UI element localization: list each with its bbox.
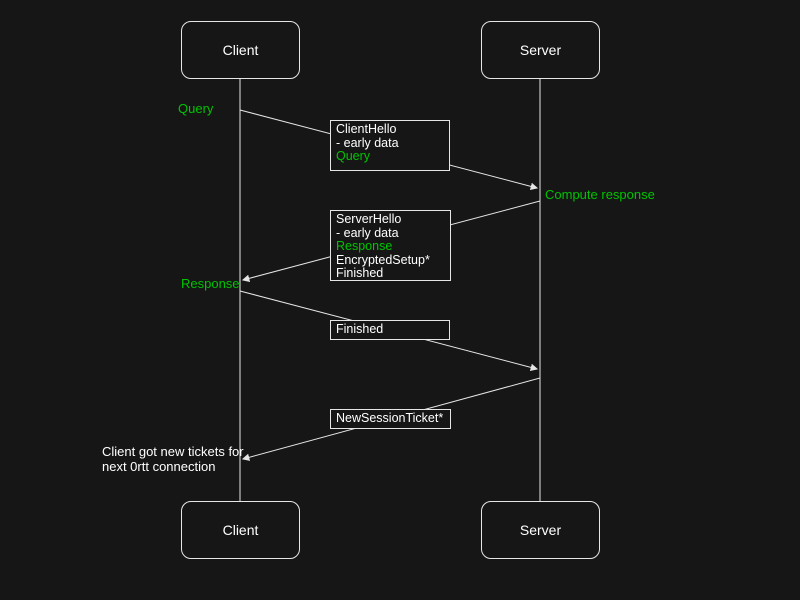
message-line: Response — [336, 239, 393, 253]
actor-label: Client — [222, 42, 259, 58]
message-box-newsessionticket: NewSessionTicket* — [330, 409, 451, 429]
message-box-finished: Finished — [330, 320, 450, 340]
message-line: EncryptedSetup* — [336, 252, 430, 267]
actor-client-bottom: Client — [181, 501, 300, 559]
message-line: NewSessionTicket* — [336, 411, 444, 425]
actor-server-bottom: Server — [481, 501, 600, 559]
label-response: Response — [181, 276, 240, 291]
actor-label: Server — [519, 522, 562, 538]
message-line: Finished — [336, 266, 384, 280]
actor-label: Server — [519, 42, 562, 58]
message-line: Finished — [336, 322, 384, 336]
actor-client-top: Client — [181, 21, 300, 79]
message-box-serverhello: ServerHello - early data Response Encryp… — [330, 210, 451, 281]
message-line: ServerHello — [336, 212, 402, 226]
label-query: Query — [178, 101, 214, 116]
message-line: Query — [336, 149, 371, 163]
message-box-clienthello: ClientHello - early data Query — [330, 120, 450, 171]
message-line: - early data — [336, 225, 399, 240]
message-line: - early data — [336, 135, 399, 150]
actor-label: Client — [222, 522, 259, 538]
label-compute-response: Compute response — [545, 187, 655, 202]
note-new-tickets: Client got new tickets for next 0rtt con… — [102, 444, 244, 474]
actor-server-top: Server — [481, 21, 600, 79]
message-line: ClientHello — [336, 122, 397, 136]
